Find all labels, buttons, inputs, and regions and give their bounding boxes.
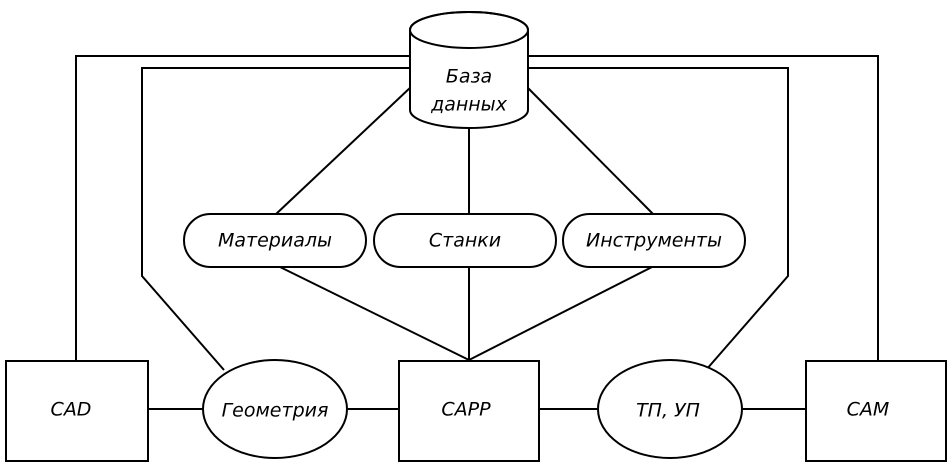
geometry-ellipse: Геометрия [202, 359, 348, 459]
cam-box: CAM [805, 360, 947, 462]
tpup-ellipse: ТП, УП [597, 359, 743, 459]
tools-label: Инструменты [586, 230, 722, 252]
tpup-label: ТП, УП [636, 400, 700, 422]
connector-database-tools [525, 85, 655, 216]
connector-tools-capp [468, 265, 655, 361]
connector-database-tpup [528, 67, 789, 371]
connector-geometry-database [141, 67, 410, 371]
database-label-line2: данных [430, 94, 508, 116]
cad-label: CAD [51, 399, 92, 421]
tools-pill: Инструменты [562, 213, 746, 268]
database-label-line1: База [446, 66, 492, 88]
cad-box: CAD [5, 360, 149, 462]
materials-label: Материалы [218, 230, 332, 252]
machines-label: Станки [429, 230, 501, 252]
database-cylinder: База данных [409, 11, 529, 129]
materials-pill: Материалы [183, 213, 367, 268]
capp-box: CAPP [398, 360, 540, 462]
connector-cad-database [75, 55, 410, 360]
geometry-label: Геометрия [222, 400, 329, 422]
cam-label: CAM [847, 399, 890, 421]
connector-database-cam [528, 55, 879, 360]
machines-pill: Станки [373, 213, 557, 268]
connectors [75, 55, 879, 410]
connector-materials-capp [277, 265, 470, 361]
capp-label: CAPP [441, 399, 491, 421]
connector-database-materials [274, 85, 413, 216]
